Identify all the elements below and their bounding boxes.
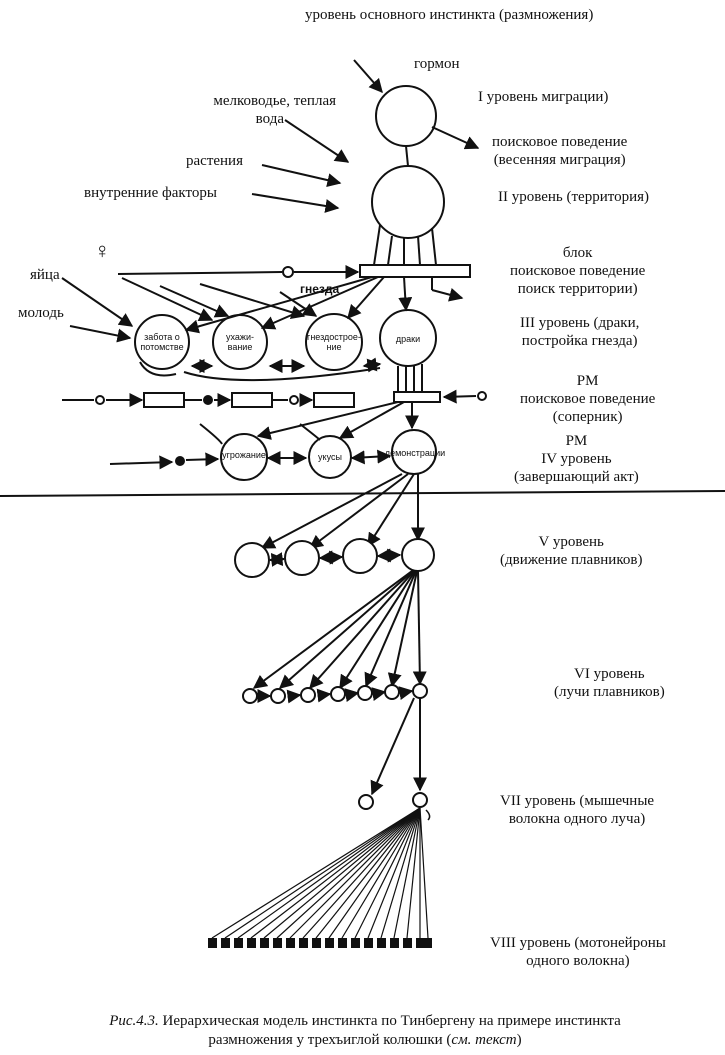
level6-circle-7 — [412, 683, 428, 699]
figure-caption: Рис.4.3. Иерархическая модель инстинкта … — [20, 1012, 710, 1050]
nest-label: гнезда — [300, 282, 340, 296]
level5-circle-4 — [401, 538, 435, 572]
shallow-water-label: мелководье, теплая вода — [213, 93, 336, 127]
level6-circle-2 — [270, 688, 286, 704]
node-courtship-label: ухажи-вание — [226, 332, 254, 352]
search1-arrow — [431, 126, 480, 150]
caption-text-3: ) — [516, 1032, 522, 1048]
level8-label: VIII уровень (мотонейроны одного волокна… — [490, 935, 666, 969]
level6-circle-1 — [242, 688, 258, 704]
rm-box-2 — [231, 392, 273, 408]
node-display-label: демонстрации — [384, 448, 446, 458]
level6-circle-4 — [330, 686, 346, 702]
link-l1-l2 — [405, 145, 409, 167]
rm2-label: РМ IV уровень (завершающий акт) — [514, 433, 639, 485]
node-nestbuild — [305, 313, 363, 371]
shallow-water-arrow — [284, 119, 350, 163]
internal-factors-arrow — [251, 193, 340, 213]
plants-label: растения — [186, 153, 243, 169]
rm-box-3 — [313, 392, 355, 408]
node-threat-label: угрожание — [222, 450, 266, 460]
level6-circle-6 — [384, 684, 400, 700]
block-bar — [359, 264, 471, 278]
caption-text-2: размножения у трехъиглой колюшки ( — [208, 1032, 452, 1048]
top-title: уровень основного инстинкта (размножения… — [305, 7, 594, 23]
caption-ref: см. текст — [451, 1032, 517, 1048]
caption-prefix: Рис.4.3. — [109, 1013, 159, 1029]
level1-label: I уровень миграции) — [478, 89, 609, 105]
level6-label: VI уровень (лучи плавников) — [554, 666, 665, 700]
internal-factors-label: внутренние факторы — [84, 185, 217, 201]
level3-label: III уровень (драки, постройка гнезда) — [520, 315, 640, 349]
motoneuron-row — [208, 938, 432, 948]
level2-label: II уровень (территория) — [498, 189, 650, 205]
rm1-label: РМ поисковое поведение (соперник) — [520, 373, 656, 425]
eggs-arrow — [61, 277, 134, 327]
node-nestbuild-label: гнездострое-ние — [307, 332, 361, 352]
rm-box-1 — [143, 392, 185, 408]
level5-circle-1 — [234, 542, 270, 578]
level5-label: V уровень (движение плавников) — [500, 534, 643, 568]
caption-text-1: Иерархическая модель инстинкта по Тинбер… — [158, 1013, 621, 1029]
plants-arrow — [261, 164, 342, 187]
block-label: блок поисковое поведение поиск территори… — [510, 245, 646, 297]
young-label: молодь — [18, 305, 64, 321]
level7-circle-2 — [412, 792, 428, 808]
level7-label: VII уровень (мышечные волокна одного луч… — [500, 793, 655, 827]
node-bites-label: укусы — [318, 452, 342, 462]
search1-label: поисковое поведение (весенняя миграция) — [492, 134, 628, 168]
motoneuron-fan — [211, 807, 429, 939]
level1-center — [375, 85, 437, 147]
rm-block — [393, 391, 441, 403]
hormone-label: гормон — [414, 56, 460, 72]
level7-circle-1 — [358, 794, 374, 810]
young-arrow — [69, 325, 132, 343]
divider-line — [0, 490, 725, 497]
female-symbol: ♀ — [94, 238, 111, 263]
level6-circle-3 — [300, 687, 316, 703]
level5-circle-2 — [284, 540, 320, 576]
level5-circle-3 — [342, 538, 378, 574]
block-search-arrow — [431, 287, 464, 302]
hormone-arrow — [353, 59, 383, 94]
level6-circle-5 — [357, 685, 373, 701]
eggs-label: яйца — [30, 267, 60, 283]
level2-center — [371, 165, 445, 239]
release-marker-1 — [282, 266, 294, 278]
node-care — [134, 314, 190, 370]
node-fights-label: драки — [395, 334, 421, 344]
